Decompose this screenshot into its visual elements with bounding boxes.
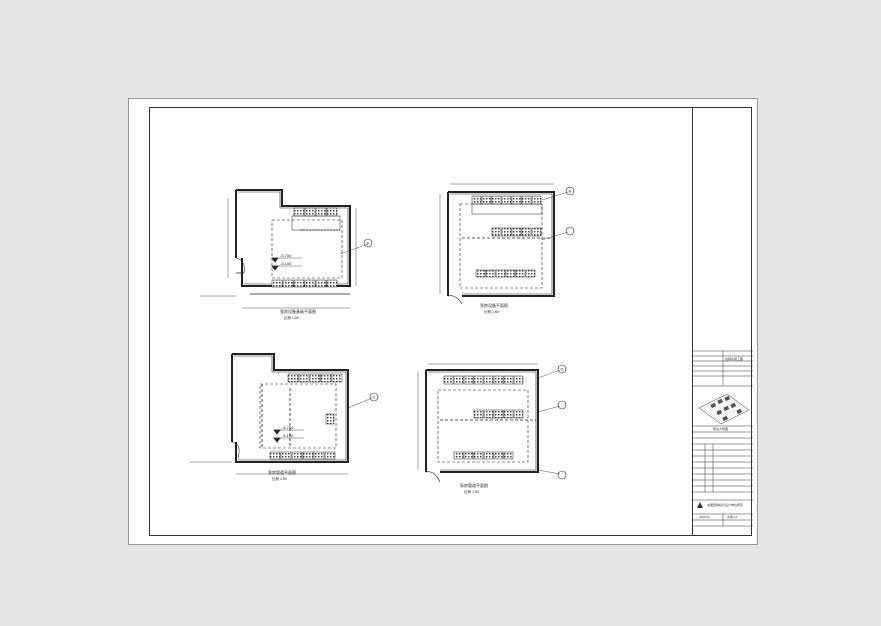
plan-bottom-right-tag: D	[561, 367, 564, 372]
plan-top-left-level2: -5.100	[280, 261, 292, 266]
plan-top-right-scale: 比例 1:50	[484, 309, 499, 314]
title-block: 给排水施工图 泵房大样图 本图纸版权归设计单位所有 水施-16 2020.06	[692, 108, 753, 535]
plan-bottom-left-level1: -5.700	[282, 425, 294, 430]
plan-top-left-tag: A	[367, 241, 370, 246]
key-plan-thumbnail	[698, 393, 750, 425]
plan-top-right-caption: 泵房设备平面图	[480, 302, 508, 308]
plans-canvas: -5.700 -5.100 A 泵房设备基础平面图 比例 1:50	[190, 183, 575, 494]
plan-bottom-right-caption: 泵房管道平面图	[460, 482, 488, 488]
tb-drawing-no: 水施-16	[727, 515, 738, 519]
plan-top-left-caption: 泵房设备基础平面图	[280, 308, 316, 314]
plan-top-left-scale: 比例 1:50	[284, 315, 299, 320]
tb-date: 2020.06	[699, 515, 710, 519]
title-block-grid	[693, 350, 753, 527]
drawing-sheet: -5.700 -5.100 A 泵房设备基础平面图 比例 1:50	[128, 98, 758, 545]
plan-bottom-left-scale: 比例 1:50	[272, 476, 287, 481]
plan-bottom-left-level2: -5.100	[282, 433, 294, 438]
plan-bottom-left-caption: 泵房管道平面图	[268, 469, 296, 475]
tb-project: 给排水施工图	[725, 357, 744, 361]
plan-bottom-right	[417, 363, 567, 483]
plan-bottom-left	[190, 353, 379, 475]
plan-top-left-level1: -5.700	[280, 253, 292, 258]
plan-top-right	[439, 183, 575, 305]
tb-drawing-name: 泵房大样图	[713, 427, 729, 431]
warning-icon	[697, 502, 703, 508]
plan-top-right-tag: B	[569, 189, 572, 194]
tb-note: 本图纸版权归设计单位所有	[707, 503, 744, 507]
plan-top-left	[200, 189, 373, 309]
plan-bottom-left-tag: C	[373, 395, 376, 400]
drawing-frame: -5.700 -5.100 A 泵房设备基础平面图 比例 1:50	[149, 107, 753, 536]
plan-bottom-right-scale: 比例 1:50	[464, 489, 479, 494]
